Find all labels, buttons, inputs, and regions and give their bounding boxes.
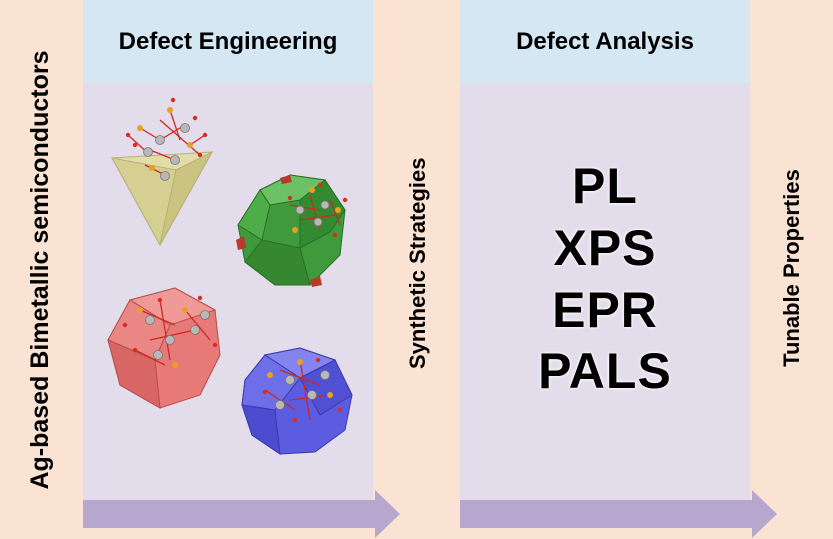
green-polyhedron-crystal [236,174,348,287]
arrow-analysis [460,490,777,538]
technique-epr: EPR [552,282,658,338]
red-polyhedron-crystal [107,287,221,409]
arrow-engineering [83,490,400,538]
tetrahedron-crystal [111,97,214,247]
technique-xps: XPS [553,220,657,276]
defect-analysis-title: Defect Analysis [460,0,750,83]
blue-polyhedron-crystal [241,347,353,456]
defect-engineering-title: Defect Engineering [83,0,373,83]
technique-pl: PL [572,158,638,214]
technique-pals: PALS [538,343,672,399]
defect-analysis-panel: Defect Analysis PL XPS EPR PALS [460,0,750,500]
